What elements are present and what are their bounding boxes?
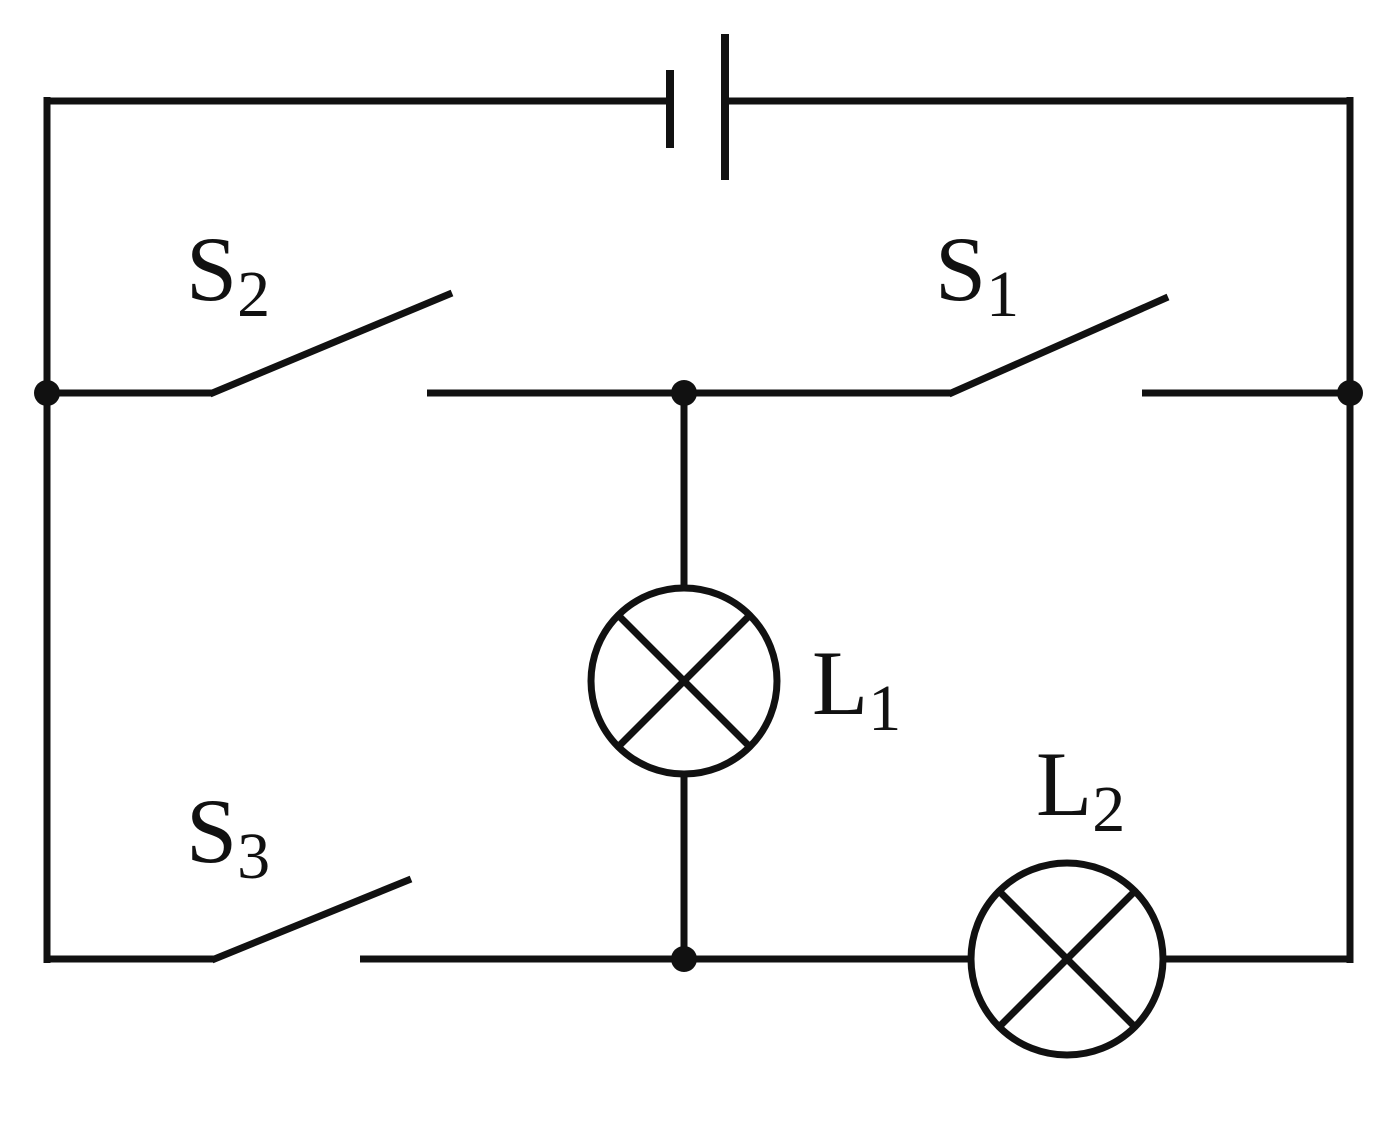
- label-s3: S3: [186, 780, 270, 893]
- lamp-l2: [967, 859, 1167, 1059]
- bottom-branch: [47, 859, 1350, 1059]
- lamp-l1: [587, 584, 781, 778]
- s2-blade: [208, 289, 454, 398]
- junction-center-bottom: [671, 946, 697, 972]
- label-l1: L1: [812, 632, 901, 745]
- battery-branch: [47, 34, 1350, 180]
- label-s2: S2: [186, 218, 270, 331]
- label-s1: S1: [935, 218, 1019, 331]
- label-l2: L2: [1036, 733, 1125, 846]
- s3-blade: [210, 875, 413, 964]
- junction-right: [1337, 380, 1363, 406]
- l1-branch: [587, 393, 781, 959]
- junction-left: [34, 380, 60, 406]
- lamp-l2-cross-b: [998, 890, 1136, 1028]
- s1-blade: [947, 293, 1170, 398]
- lamp-l1-cross-b: [615, 612, 753, 750]
- junction-center-top: [671, 380, 697, 406]
